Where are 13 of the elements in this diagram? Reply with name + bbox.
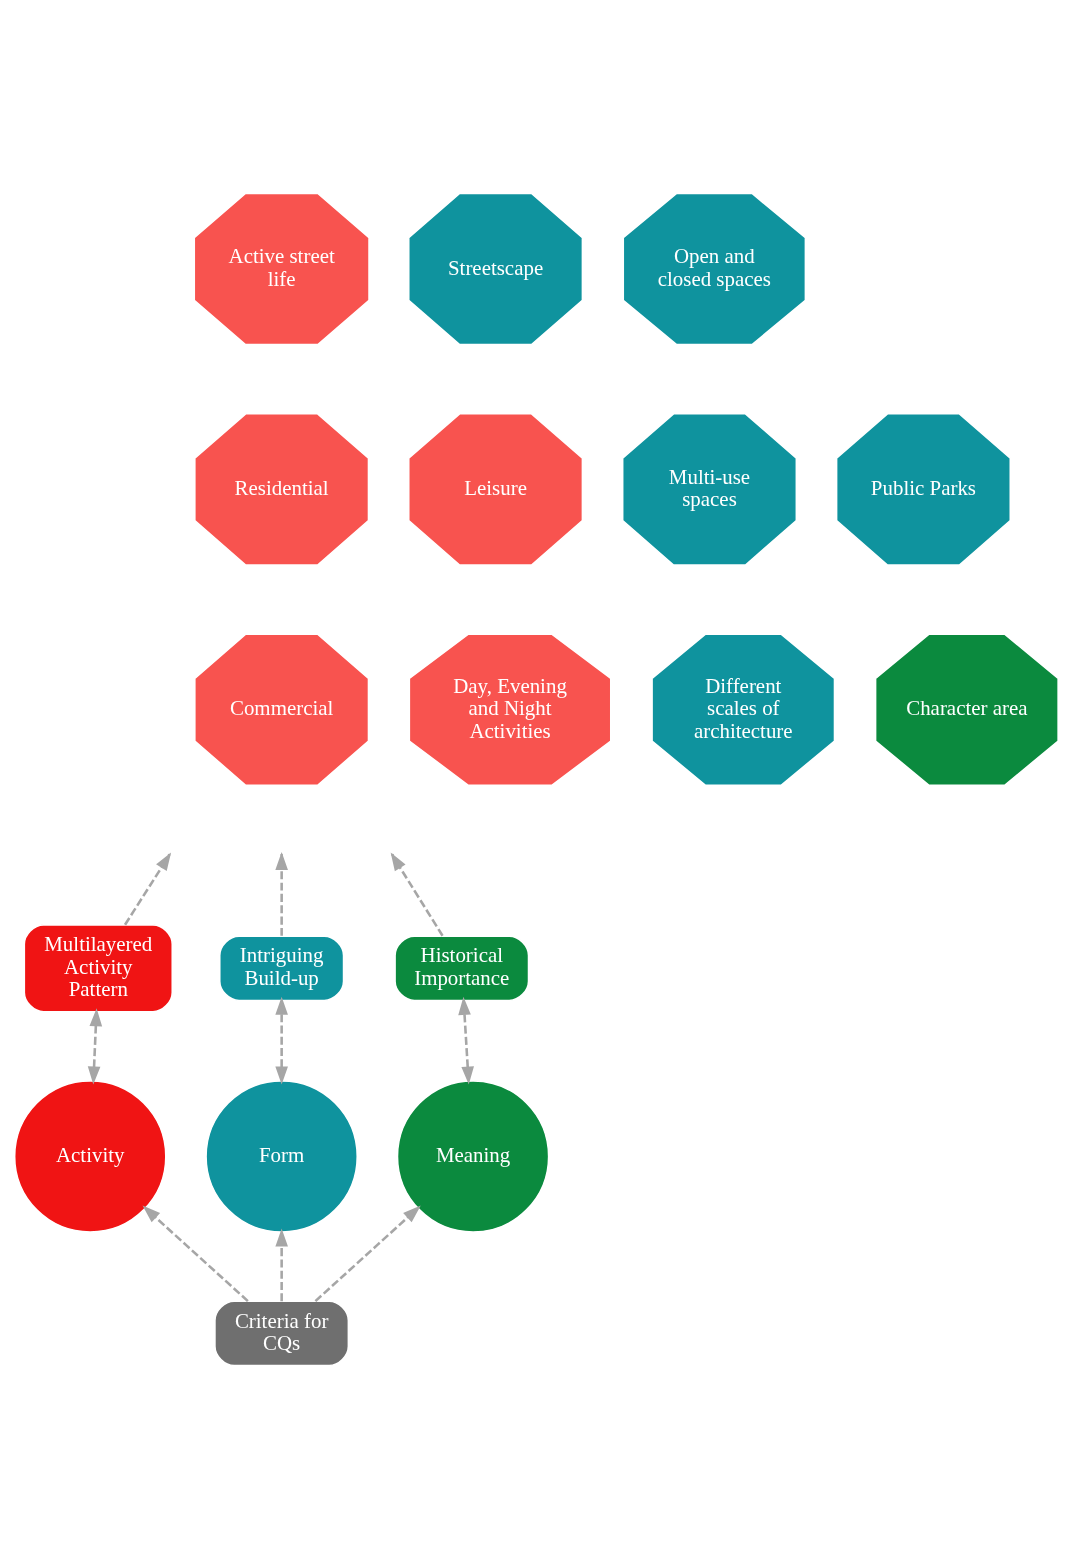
arrow [87, 1008, 103, 1085]
node-circle: Activity [13, 1080, 167, 1233]
arrow [142, 1205, 249, 1303]
arrow [314, 1205, 421, 1303]
arrow [275, 1228, 288, 1302]
arrow [275, 996, 288, 1085]
node-circle: Meaning [396, 1080, 550, 1233]
arrow [458, 996, 474, 1085]
node-box: Multilayered Activity Pattern [23, 924, 174, 1013]
node-box: Criteria for CQs [214, 1300, 350, 1367]
node-box: Historical Importance [394, 935, 530, 1002]
node-box: Intriguing Build-up [218, 935, 345, 1002]
node-circle: Form [205, 1080, 359, 1233]
